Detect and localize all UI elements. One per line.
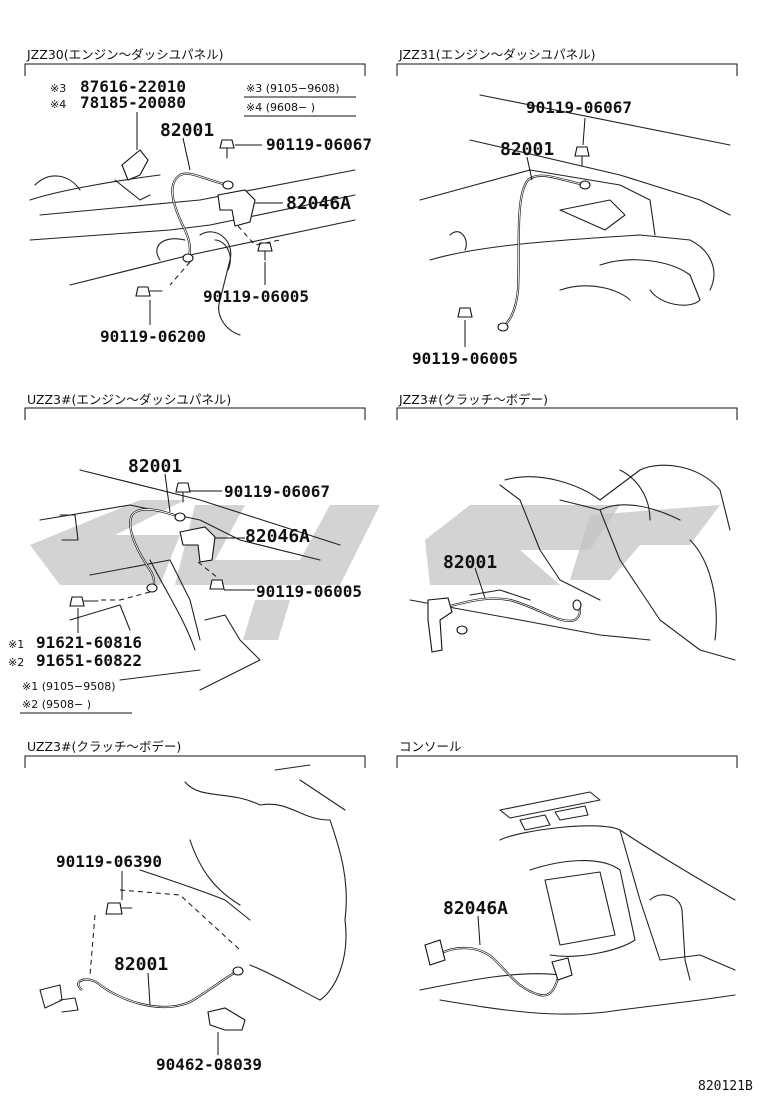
panel-3-label-90119-06067: 90119-06067 [224,482,330,501]
panel-6-header: コンソール [399,739,462,754]
panel-3-header: UZZ3#(エンジン～ダッシユパネル) [27,392,231,407]
panel-2-drawing [419,94,731,347]
panel-1-mark-4: ※4 [50,98,66,111]
panel-3-mark-2: ※2 [8,656,24,669]
panel-1-mark-3: ※3 [50,82,66,95]
panel-2-label-90119-06067: 90119-06067 [526,98,632,117]
panel-3-label-91651-60822: 91651-60822 [36,651,142,670]
panel-1-header: JZZ30(エンジン～ダッシユパネル) [26,47,223,62]
panel-5-label-90119-06390: 90119-06390 [56,852,162,871]
panel-3-note-2: ※2 (9508− ) [22,698,91,711]
panel-1-drawing [29,112,356,336]
panel-4-drawing [409,464,736,661]
panel-3-note-1: ※1 (9105−9508) [22,680,116,693]
panel-3-drawing [39,469,341,691]
panel-3-label-91621-60816: 91621-60816 [36,633,142,652]
panel-1-label-82046A: 82046A [286,193,351,214]
panel-5-label-82001: 82001 [114,954,168,975]
panel-4-header: JZZ3#(クラッチ～ボデー) [398,392,548,407]
diagram-code: 820121B [698,1079,753,1094]
panel-6-label-82046A: 82046A [443,898,508,919]
panel-1-label-82001: 82001 [160,120,214,141]
panel-3-label-90119-06005: 90119-06005 [256,582,362,601]
panel-5-header: UZZ3#(クラッチ～ボデー) [27,739,181,754]
panel-3-label-82046A: 82046A [245,526,310,547]
panel-frames [24,63,738,768]
panel-6-drawing [419,791,736,1015]
panel-3-label-82001: 82001 [128,456,182,477]
panel-1-label-87616-22010: 87616-22010 [80,77,186,96]
panel-1-label-78185-20080: 78185-20080 [80,93,186,112]
panel-5-drawing [39,764,347,1055]
watermark-logo [30,500,720,640]
panel-2-label-82001: 82001 [500,139,554,160]
panel-1-label-90119-06005: 90119-06005 [203,287,309,306]
panel-1-label-90119-06067: 90119-06067 [266,135,372,154]
panel-3-mark-1: ※1 [8,638,24,651]
panel-5-label-90462-08039: 90462-08039 [156,1055,262,1074]
panel-1-note-3: ※3 (9105−9608) [246,82,340,95]
panel-1-note-4: ※4 (9608− ) [246,101,315,114]
panel-1-label-90119-06200: 90119-06200 [100,327,206,346]
panel-2-label-90119-06005: 90119-06005 [412,349,518,368]
panel-4-label-82001: 82001 [443,552,497,573]
panel-2-header: JZZ31(エンジン～ダッシユパネル) [398,47,595,62]
